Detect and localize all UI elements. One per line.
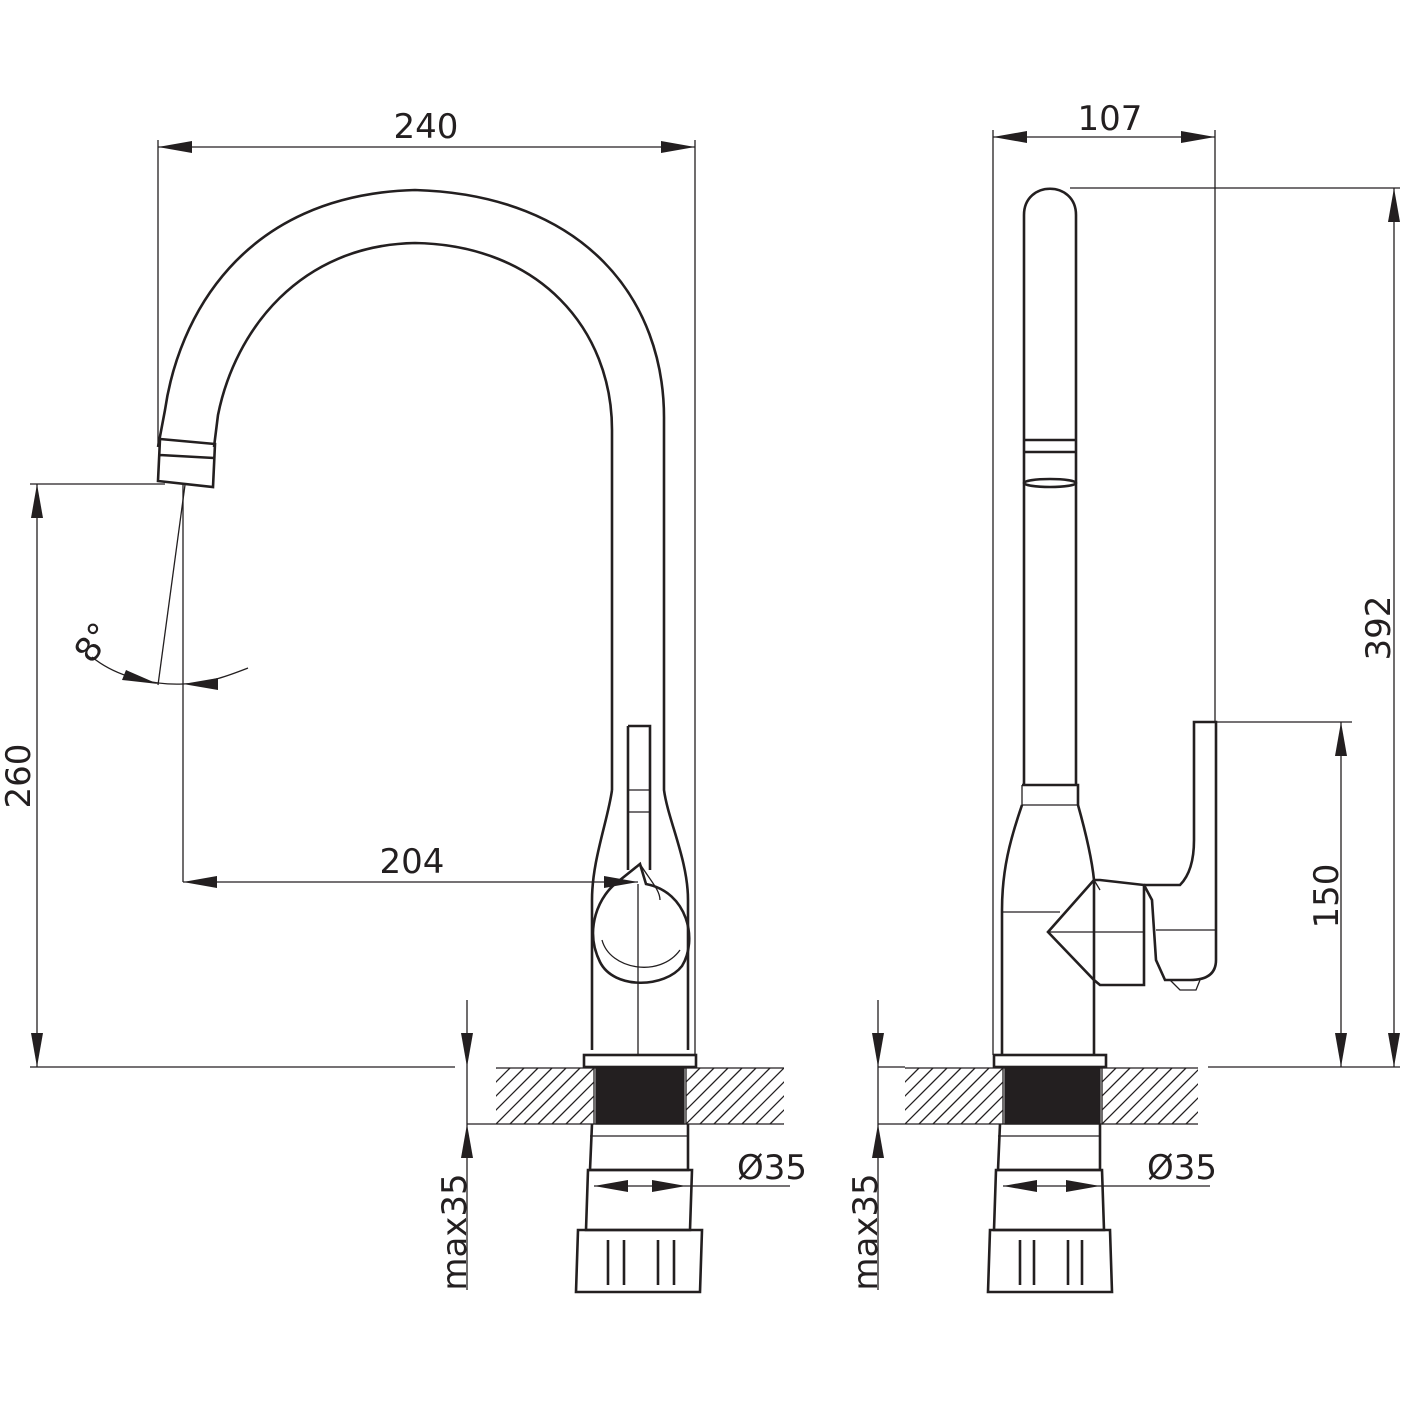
hatch-line [496, 1068, 497, 1069]
hatch-line [579, 1109, 594, 1124]
front-spout-inner [212, 241, 614, 790]
hatch-line [1214, 1068, 1270, 1124]
side-cartridge [1046, 878, 1146, 987]
front-thickness-dimension: max35 [435, 1000, 496, 1291]
hatch-line [988, 1109, 1003, 1124]
hatch-line [496, 1068, 511, 1083]
hatch-line [1228, 1068, 1284, 1124]
front-mounting-nut [574, 1123, 704, 1294]
side-width-label: 107 [1078, 99, 1143, 139]
hatch-line [686, 1068, 701, 1083]
hatch-line [812, 1068, 868, 1124]
front-reach-dimension: 204 [183, 842, 638, 888]
side-counter-section [905, 1067, 1298, 1125]
front-thickness-label: max35 [435, 1173, 475, 1290]
hatch-line [551, 1081, 594, 1124]
hatch-line [741, 1081, 784, 1124]
side-view: 107 392 150 max35 [846, 99, 1400, 1294]
hatch-line [713, 1068, 771, 1124]
side-thickness-dimension: max35 [846, 1000, 905, 1291]
hatch-line [974, 1095, 1003, 1124]
hatch-line [798, 1068, 854, 1124]
hatch-line [946, 1068, 1003, 1124]
hatch-line [565, 1095, 594, 1124]
side-spout-column [1022, 187, 1078, 785]
front-base-flange [582, 1053, 698, 1069]
hatch-line [1129, 1068, 1187, 1124]
side-threaded-stud [1004, 1067, 1101, 1125]
side-width-dimension: 107 [992, 99, 1216, 1055]
hatch-line [1242, 1068, 1298, 1124]
hatch-line [1171, 1097, 1198, 1124]
hatch-line [727, 1068, 784, 1124]
hatch-line [496, 1068, 525, 1097]
front-spout-outer [156, 188, 666, 700]
hatch-line [1102, 1068, 1117, 1083]
hatch-line [1102, 1068, 1159, 1124]
front-angle-label: 8° [67, 616, 122, 671]
front-body-left [590, 789, 614, 1050]
front-diameter-label: Ø35 [737, 1148, 807, 1188]
side-total-height-label: 392 [1359, 596, 1399, 661]
hatch-line [755, 1095, 784, 1124]
hatch-line [699, 1068, 757, 1124]
hatch-line [905, 1068, 906, 1069]
hatch-line [1185, 1111, 1198, 1124]
hatch-line [496, 1068, 553, 1124]
hatch-line [1102, 1068, 1145, 1111]
hatch-line [1115, 1068, 1173, 1124]
side-base-flange [992, 1053, 1108, 1069]
front-threaded-stud [595, 1067, 685, 1125]
hatch-line [905, 1068, 948, 1111]
front-body-right [662, 700, 690, 1050]
front-lever-knob [591, 861, 691, 984]
hatch-line [1143, 1069, 1198, 1124]
hatch-line [905, 1068, 962, 1124]
hatch-line [523, 1068, 581, 1124]
hatch-line [509, 1068, 567, 1124]
hatch-line [686, 1068, 715, 1097]
side-lever-height-label: 150 [1307, 864, 1347, 929]
side-mounting-nut [986, 1123, 1114, 1294]
hatch-line [932, 1068, 990, 1124]
side-thickness-label: max35 [846, 1173, 886, 1290]
hatch-line [1200, 1068, 1256, 1124]
hatch-line [783, 1123, 784, 1124]
side-lever [1142, 720, 1218, 982]
hatch-line [826, 1068, 882, 1124]
hatch-line [686, 1068, 743, 1124]
front-height-label: 260 [0, 744, 39, 809]
side-diameter-label: Ø35 [1147, 1148, 1217, 1188]
hatch-line [905, 1068, 934, 1097]
hatch-line [840, 1068, 896, 1124]
hatch-line [537, 1068, 594, 1124]
front-width-dimension: 240 [157, 107, 696, 1055]
hatch-line [905, 1068, 920, 1083]
hatch-line [1102, 1068, 1131, 1097]
side-total-height-dimension: 392 [1070, 187, 1400, 1068]
front-aerator [156, 437, 217, 489]
side-lever-height-dimension: 150 [1216, 721, 1352, 1067]
hatch-line [686, 1068, 729, 1111]
front-angle-dimension: 8° [67, 484, 249, 882]
hatch-line [496, 1068, 539, 1111]
hatch-line [960, 1081, 1003, 1124]
side-diameter-dimension: Ø35 [1003, 1148, 1217, 1192]
front-width-label: 240 [394, 107, 459, 147]
hatch-line [1157, 1083, 1198, 1124]
hatch-line [769, 1109, 784, 1124]
front-height-dimension: 260 [0, 483, 455, 1068]
side-body [1000, 783, 1096, 1055]
front-reach-label: 204 [380, 842, 445, 882]
front-view: 240 260 8° 204 [0, 107, 896, 1294]
front-diameter-dimension: Ø35 [594, 1148, 807, 1192]
hatch-line [918, 1068, 976, 1124]
front-counter-section [496, 1067, 896, 1125]
front-lever-rod [626, 724, 652, 870]
